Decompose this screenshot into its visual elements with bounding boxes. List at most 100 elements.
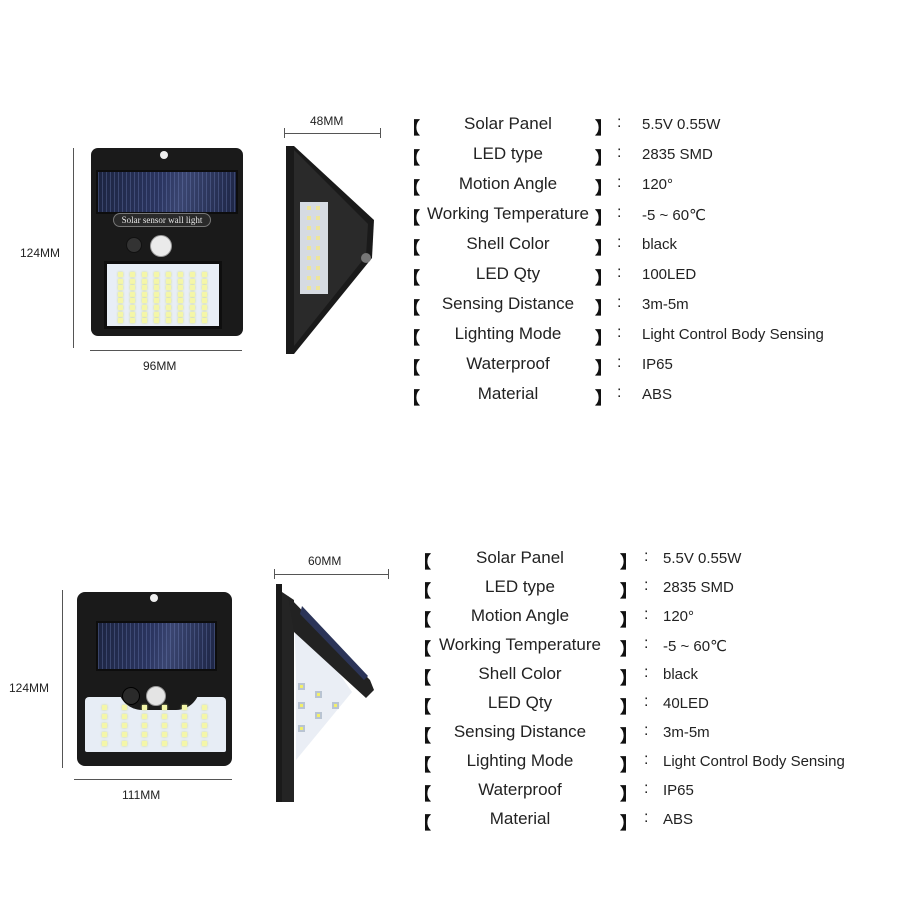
spec-colon: : <box>644 780 649 797</box>
spec-label: Shell Color <box>466 234 550 253</box>
led-dot <box>162 732 167 737</box>
spec-value: 2835 SMD <box>663 579 734 596</box>
power-switch-icon <box>122 687 140 705</box>
spec-label: Working Temperature <box>439 635 601 654</box>
spec-label: Motion Angle <box>470 606 570 625</box>
bracket-right: 】 <box>620 553 637 572</box>
spec-value: 100LED <box>642 266 697 283</box>
led-dot <box>118 298 123 304</box>
spec-colon: : <box>617 204 622 221</box>
led-dot <box>178 318 183 324</box>
led-dot <box>202 272 207 277</box>
led-dot <box>190 298 195 304</box>
led-dot <box>130 318 135 324</box>
spec-label: Lighting Mode <box>454 324 562 343</box>
bracket-left: 【 <box>403 149 420 168</box>
led-dot <box>122 741 127 746</box>
led-dot <box>142 305 147 310</box>
led-dot <box>166 285 171 291</box>
spec-value: Light Control Body Sensing <box>642 326 824 343</box>
led-dot <box>130 278 135 284</box>
led-dot <box>202 291 207 297</box>
bracket-right: 】 <box>595 269 612 288</box>
led-dot <box>190 318 195 324</box>
bracket-left: 【 <box>414 640 431 659</box>
led-dot <box>118 272 123 277</box>
led-dot <box>202 285 207 291</box>
led-dot <box>130 285 135 291</box>
bracket-right: 】 <box>620 785 637 804</box>
led-dot <box>154 318 159 324</box>
led-dot <box>178 311 183 317</box>
led-dot <box>190 311 195 317</box>
led-dot <box>154 278 159 284</box>
led-dot <box>190 278 195 284</box>
spec-colon: : <box>617 144 622 161</box>
led-dot <box>178 291 183 297</box>
led-dot <box>118 305 123 310</box>
led-dot <box>202 298 207 304</box>
led-dot <box>162 741 167 746</box>
spec-value: 40LED <box>663 695 709 712</box>
led-dot <box>122 732 127 737</box>
bracket-right: 】 <box>620 611 637 630</box>
bracket-left: 【 <box>414 814 431 833</box>
led-dot <box>142 318 147 324</box>
led-dot <box>162 723 167 728</box>
bracket-left: 【 <box>414 582 431 601</box>
width-dimension-label: 111MM <box>122 788 161 802</box>
bracket-left: 【 <box>403 239 420 258</box>
spec-colon: : <box>644 664 649 681</box>
led-dot <box>118 278 123 284</box>
led-dot <box>142 741 147 746</box>
led-dot <box>162 705 167 710</box>
spec-colon: : <box>644 577 649 594</box>
spec-value: 120° <box>642 176 674 193</box>
bracket-left: 【 <box>403 329 420 348</box>
spec-value: IP65 <box>663 782 694 799</box>
led-dot <box>154 291 159 297</box>
led-dot <box>178 298 183 304</box>
led-dot <box>130 311 135 317</box>
spec-label: Shell Color <box>478 664 562 683</box>
led-dot <box>166 278 171 284</box>
spec-label: Solar Panel <box>476 548 564 567</box>
led-dot <box>118 291 123 297</box>
width-dimension-label: 96MM <box>143 359 177 373</box>
spec-label: Material <box>489 809 551 828</box>
spec-label: Waterproof <box>466 354 550 373</box>
led-dot <box>102 723 107 728</box>
led-dot <box>122 714 127 719</box>
led-dot <box>202 723 207 728</box>
spec-value: -5 ~ 60℃ <box>663 638 727 655</box>
bracket-left: 【 <box>414 698 431 717</box>
depth-dimension-label: 48MM <box>310 114 344 128</box>
led-dot <box>202 732 207 737</box>
height-dimension-label: 124MM <box>9 681 50 695</box>
led-dot <box>202 705 207 710</box>
spec-colon: : <box>617 294 622 311</box>
spec-value: -5 ~ 60℃ <box>642 207 706 224</box>
spec-label: Waterproof <box>478 780 562 799</box>
bracket-right: 】 <box>595 179 612 198</box>
bracket-right: 】 <box>595 359 612 378</box>
led-dot <box>102 732 107 737</box>
led-dot <box>142 285 147 291</box>
spec-colon: : <box>617 384 622 401</box>
led-dot <box>166 305 171 310</box>
spec-colon: : <box>644 809 649 826</box>
bracket-right: 】 <box>595 149 612 168</box>
bracket-left: 【 <box>403 179 420 198</box>
led-dot <box>166 272 171 277</box>
led-dot <box>142 723 147 728</box>
spec-colon: : <box>644 751 649 768</box>
spec-colon: : <box>617 264 622 281</box>
led-dot <box>166 291 171 297</box>
led-dot <box>142 714 147 719</box>
led-dot <box>154 272 159 277</box>
led-dot <box>118 285 123 291</box>
spec-value: 5.5V 0.55W <box>642 116 721 133</box>
bracket-right: 】 <box>595 119 612 138</box>
bracket-right: 】 <box>620 814 637 833</box>
led-dot <box>102 741 107 746</box>
